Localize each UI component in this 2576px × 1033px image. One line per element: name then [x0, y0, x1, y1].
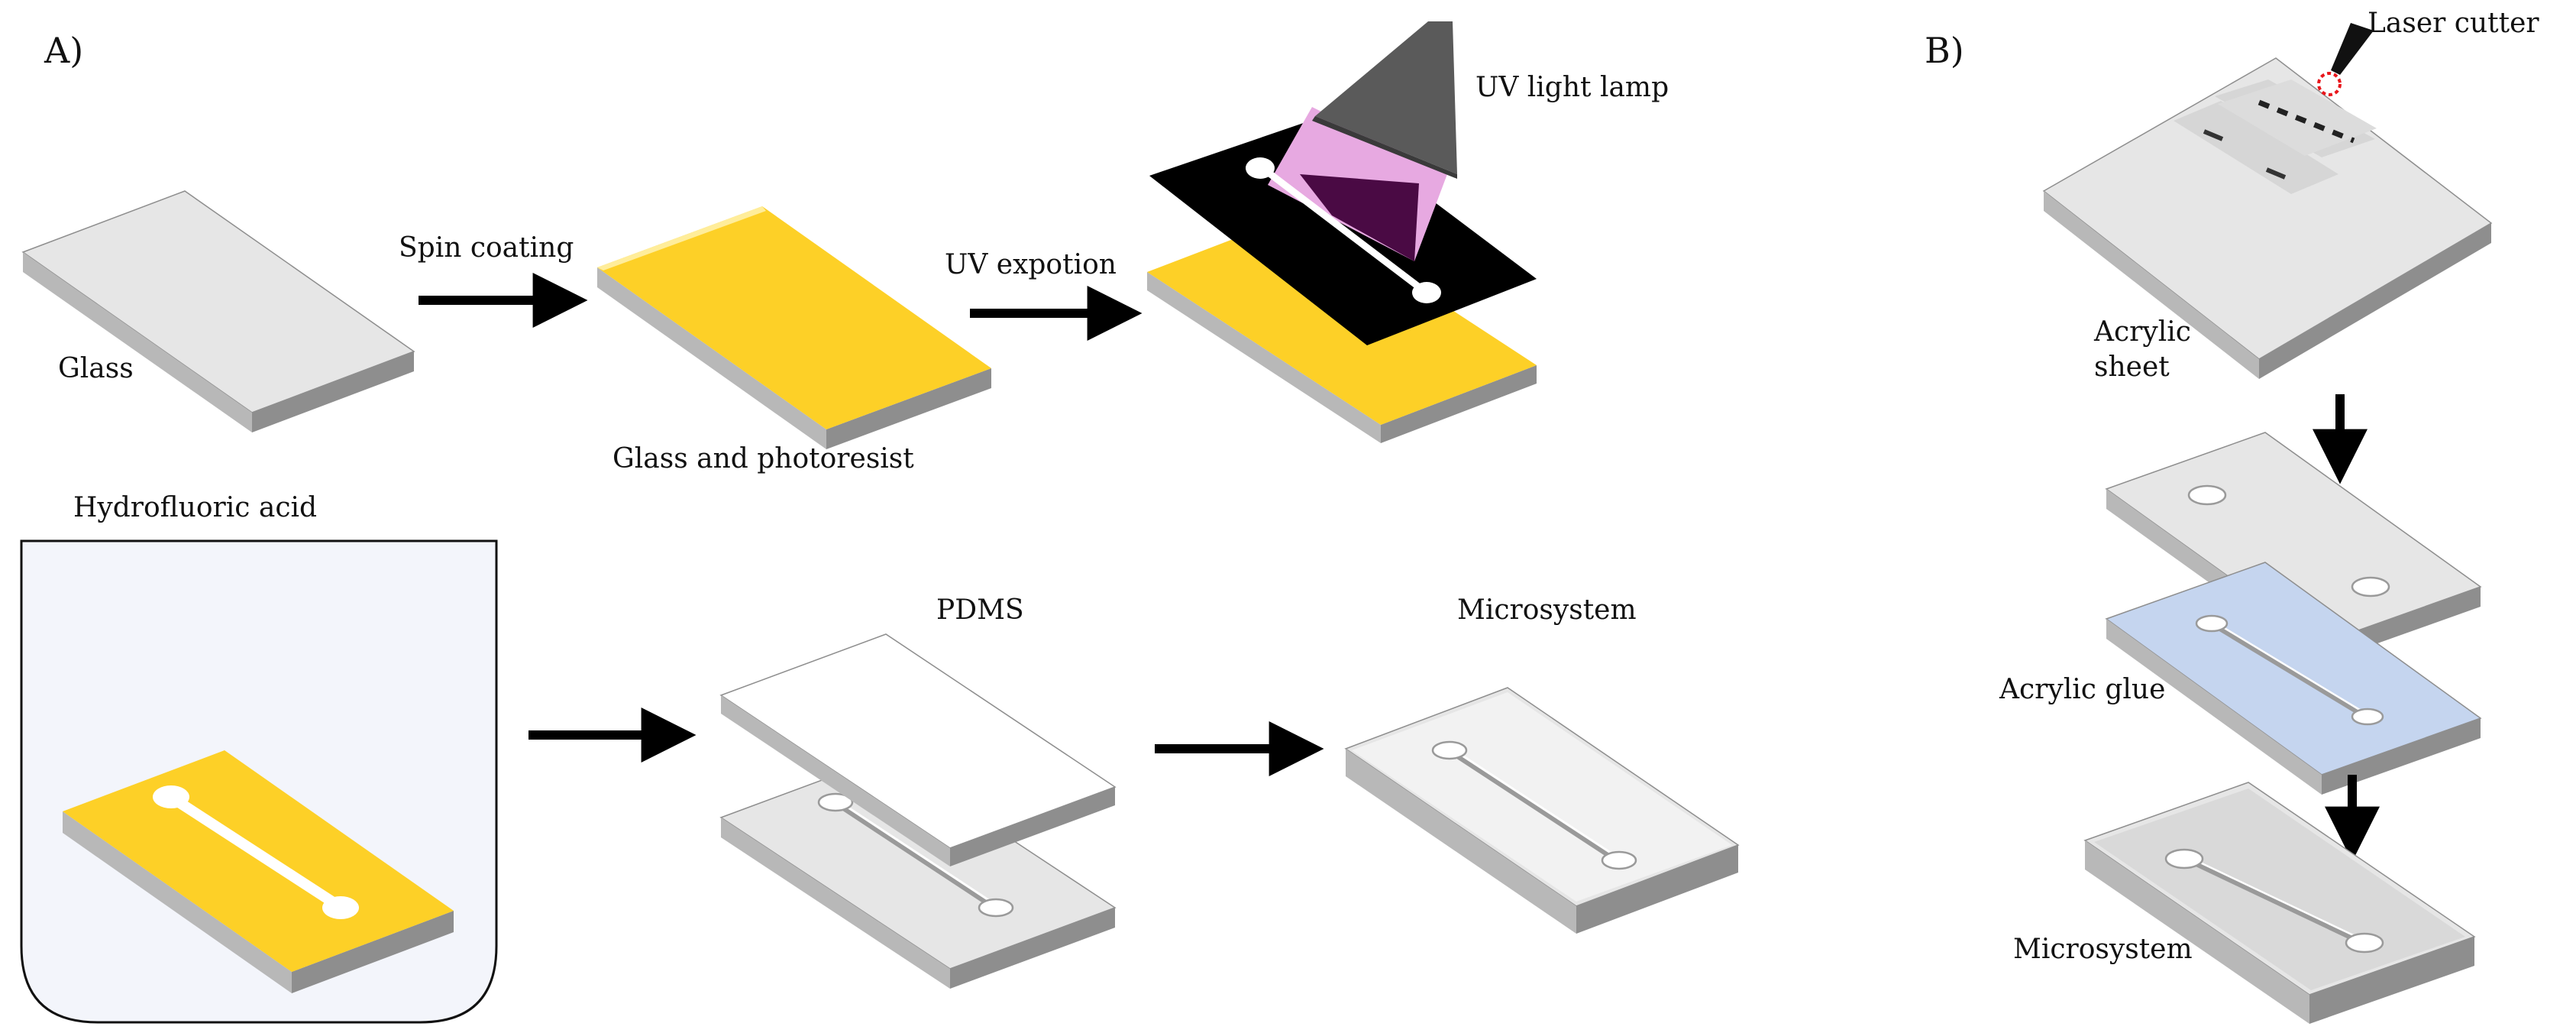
mask-reservoir-right: [1412, 282, 1441, 303]
acrylic-sheet: [2042, 57, 2493, 379]
acrylic-glue-label: Acrylic glue: [1999, 674, 2165, 705]
acrylic-glue-layer: [2105, 562, 2482, 795]
uv-expotion-label: UV expotion: [945, 249, 1117, 280]
spin-coating-label: Spin coating: [399, 232, 574, 264]
uv-exposure-assembly: [1147, 21, 1537, 443]
etched-slide: [63, 750, 454, 993]
panel-a-label: A): [44, 30, 83, 71]
mask-channel: [1260, 165, 1427, 294]
uv-lamp-label: UV light lamp: [1475, 72, 1669, 103]
glass-slab: [21, 190, 415, 432]
panel-b-label: B): [1925, 30, 1964, 71]
photoresist-slab: [597, 206, 991, 449]
laser-cutter-icon: [2317, 23, 2374, 96]
microsystem-b: [2083, 782, 2476, 1024]
etched-glass-base: [719, 756, 1117, 989]
mask-reservoir-left: [1246, 157, 1275, 179]
pdms-layer: [719, 633, 1117, 866]
cut-region-2: [2174, 101, 2338, 194]
acrylic-sheet-label-line2: sheet: [2094, 351, 2170, 383]
uv-lamp-icon: [1315, 21, 1457, 174]
hydrofluoric-acid-label: Hydrofluoric acid: [73, 492, 317, 523]
pdms-label: PDMS: [936, 594, 1024, 626]
glass-photoresist-label: Glass and photoresist: [612, 443, 914, 474]
glass-label: Glass: [58, 353, 134, 384]
microsystem-b-label: Microsystem: [2013, 934, 2193, 965]
uv-beam-on-mask: [1300, 174, 1419, 261]
laser-cutter-label: Laser cutter: [2368, 8, 2539, 39]
acrylic-sheet-label-line1: Acrylic: [2093, 316, 2191, 348]
microsystem-a-label: Microsystem: [1457, 594, 1637, 626]
microsystem-a: [1344, 687, 1740, 934]
